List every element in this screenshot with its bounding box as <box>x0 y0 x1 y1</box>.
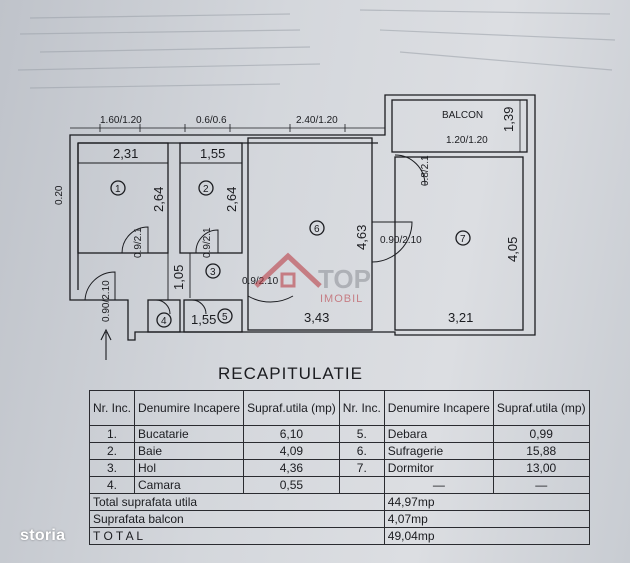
room-1-height: 2,64 <box>151 187 166 212</box>
dim-top-3: 2.40/1.20 <box>296 115 338 126</box>
cell-name: Dormitor <box>383 459 494 477</box>
cell-nr <box>338 476 385 494</box>
room-1-width: 2,31 <box>113 146 138 161</box>
room-6-width: 3,43 <box>304 310 329 325</box>
room-4-number: 4 <box>161 316 167 327</box>
cell-area: — <box>492 476 590 494</box>
table-row: 1. Bucatarie 6,10 5. Debara 0,99 <box>88 425 590 443</box>
door-swing <box>121 226 149 254</box>
room-1-number: 1 <box>115 184 121 195</box>
header-name: Denumire Incapere <box>134 390 245 426</box>
balcony-label: BALCON <box>442 110 483 121</box>
floor-plan: 1.60/1.20 0.6/0.6 2.40/1.20 0.20 BALCON … <box>54 94 536 360</box>
recap-title: RECAPITULATIE <box>218 364 363 383</box>
cell-name: Baie <box>134 442 245 460</box>
header-area: Supraf.utila (mp) <box>243 390 340 426</box>
door-swing <box>394 154 426 186</box>
dim-top-2: 0.6/0.6 <box>196 115 227 126</box>
cell-nr: 4. <box>88 476 136 494</box>
room-3-number: 3 <box>210 267 216 278</box>
top-imobil-watermark: TOP IMOBIL <box>254 252 371 305</box>
cell-name: Camara <box>134 476 245 494</box>
room-6-number: 6 <box>314 224 320 235</box>
door-swing <box>84 271 116 301</box>
dim-top-1: 1.60/1.20 <box>100 115 142 126</box>
cell-nr: 7. <box>338 459 385 477</box>
cell-area: 15,88 <box>492 442 590 460</box>
total-value: 4,07mp <box>383 510 590 528</box>
table-row: 2. Baie 4,09 6. Sufragerie 15,88 <box>88 442 590 460</box>
total-label: T O T A L <box>89 527 385 545</box>
room-2-height: 2,64 <box>224 187 239 212</box>
room-1 <box>77 142 169 254</box>
door-swing <box>191 299 207 315</box>
door-entry-dim: 0.90/2.10 <box>101 280 112 322</box>
room-5-number: 5 <box>222 312 228 323</box>
cell-area: 13,00 <box>492 459 590 477</box>
cell-nr: 6. <box>338 442 385 460</box>
watermark-main: TOP <box>318 264 371 294</box>
cell-name: Hol <box>134 459 245 477</box>
table-header-row: Nr. Inc. Denumire Incapere Supraf.utila … <box>88 390 590 426</box>
cell-nr: 3. <box>88 459 136 477</box>
recap-table: Nr. Inc. Denumire Incapere Supraf.utila … <box>88 390 590 545</box>
cell-nr: 2. <box>88 442 136 460</box>
header-name: Denumire Incapere <box>383 390 494 426</box>
room-5 <box>183 299 243 333</box>
room-7-number: 7 <box>460 234 466 245</box>
total-label: Total suprafata utila <box>89 493 385 511</box>
cell-name: Debara <box>383 425 494 443</box>
room-5-width: 1,55 <box>191 312 216 327</box>
door-1-dim: 0.9/2.1 <box>133 227 144 258</box>
cell-area: 4,09 <box>243 442 340 460</box>
balcony <box>391 99 528 153</box>
table-row: 3. Hol 4,36 7. Dormitor 13,00 <box>88 459 590 477</box>
header-nr: Nr. Inc. <box>338 390 385 426</box>
cell-area: 0,99 <box>492 425 590 443</box>
room-2-number: 2 <box>203 184 209 195</box>
table-row: 4. Camara 0,55 — — <box>88 476 590 494</box>
door-2-dim: 0.9/2.1 <box>202 227 213 258</box>
cell-area: 4,36 <box>243 459 340 477</box>
cell-name: Sufragerie <box>383 442 494 460</box>
door-balcony-dim: 0.8/2.1 <box>420 155 431 186</box>
total-row: T O T A L 49,04mp <box>89 527 590 545</box>
dim-left: 0.20 <box>54 185 65 205</box>
room-7 <box>394 156 524 331</box>
room-7-height: 4,05 <box>505 237 520 262</box>
faint-background-text <box>17 9 616 89</box>
total-label: Suprafata balcon <box>89 510 385 528</box>
room-7-width: 3,21 <box>448 310 473 325</box>
cell-name: — <box>383 476 494 494</box>
door-swing <box>155 299 171 315</box>
cell-nr: 1. <box>88 425 136 443</box>
balcony-door-dim: 1.20/1.20 <box>446 135 488 146</box>
door-7-dim: 0.90/2.10 <box>380 235 422 246</box>
cell-nr: 5. <box>338 425 385 443</box>
room-2-width: 1,55 <box>200 146 225 161</box>
header-nr: Nr. Inc. <box>88 390 136 426</box>
door-swing <box>247 295 294 303</box>
watermark-sub: IMOBIL <box>320 293 363 305</box>
cell-area: 6,10 <box>243 425 340 443</box>
balcony-depth: 1,39 <box>501 107 516 132</box>
total-row: Total suprafata utila 44,97mp <box>89 493 590 511</box>
total-value: 44,97mp <box>383 493 590 511</box>
outer-wall <box>69 94 536 341</box>
room-2 <box>179 142 243 254</box>
door-swing <box>195 229 219 254</box>
room-3-height: 1,05 <box>171 265 186 290</box>
total-value: 49,04mp <box>383 527 590 545</box>
total-row: Suprafata balcon 4,07mp <box>89 510 590 528</box>
cell-name: Bucatarie <box>134 425 245 443</box>
door-swing <box>371 221 413 263</box>
cell-area: 0,55 <box>243 476 340 494</box>
header-area: Supraf.utila (mp) <box>492 390 590 426</box>
storia-logo: storia <box>20 527 66 544</box>
house-logo-icon <box>254 252 322 288</box>
room-6-height: 4,63 <box>354 225 369 250</box>
room-4 <box>147 299 181 333</box>
